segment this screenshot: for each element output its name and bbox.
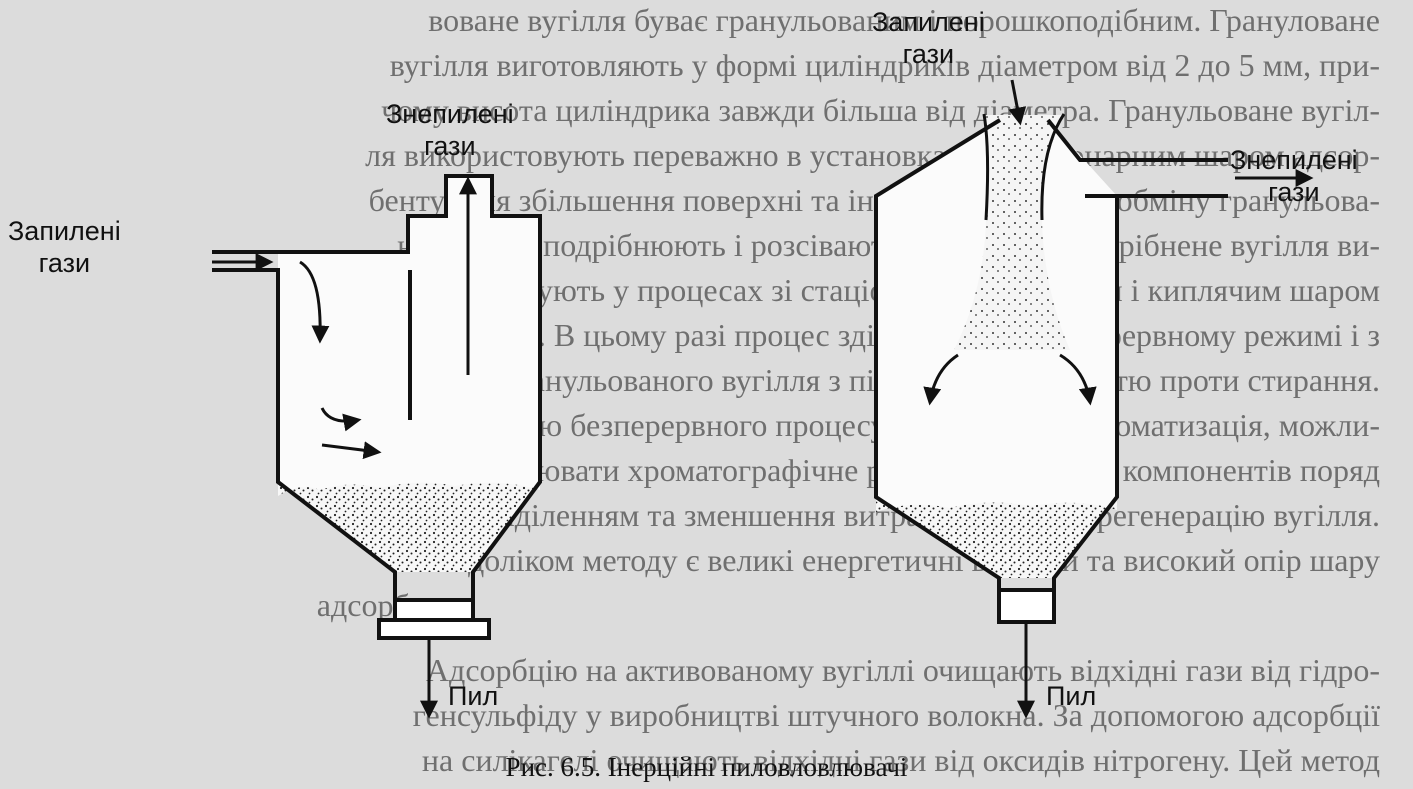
left-dust-layer — [278, 482, 540, 572]
figure-caption: Рис. 6.5. Інерційні пиловловлювачі — [505, 752, 908, 782]
background-line: чому висота циліндрика завжди більша від… — [381, 92, 1380, 128]
background-line: воване вугілля буває гранульованим і пор… — [428, 2, 1380, 38]
background-line: Адсорбцію на активованому вугіллі очищаю… — [425, 652, 1380, 688]
left-inlet-label: Запилені гази — [8, 215, 121, 279]
right-gas-outlet-branch — [1046, 118, 1228, 198]
left-flow-arrow-down — [299, 260, 330, 344]
left-outlet-label-text: Знепилені гази — [386, 99, 514, 161]
right-dust-label: Пил — [1046, 681, 1097, 711]
right-inlet-arrow — [1008, 79, 1027, 126]
right-nozzle-right-wall — [1040, 113, 1066, 221]
left-dust-label: Пил — [448, 681, 499, 711]
left-outlet-pipe — [393, 598, 475, 622]
background-line: на силікагелі очищають відхідні гази від… — [421, 742, 1380, 778]
left-dust-collector — [212, 174, 542, 719]
right-outlet-label: Знепилені гази — [1230, 144, 1358, 208]
right-flow-arrow-left — [923, 353, 959, 406]
right-flow-arrow-right — [1059, 353, 1097, 406]
right-inlet-label-text: Запилені гази — [872, 7, 985, 69]
right-gas-jet — [954, 115, 1070, 350]
background-line: вугілля виготовляють у формі циліндриків… — [389, 47, 1380, 83]
right-outlet-label-text: Знепилені гази — [1230, 145, 1358, 207]
background-line: генсульфіду у виробництві штучного волок… — [412, 697, 1380, 733]
right-dust-collector — [874, 79, 1314, 719]
right-outlet-pipe — [997, 588, 1056, 624]
right-inlet-label: Запилені гази — [872, 6, 985, 70]
left-inlet-label-text: Запилені гази — [8, 216, 121, 278]
left-collector-outline — [212, 174, 542, 602]
left-outlet-label: Знепилені гази — [386, 98, 514, 162]
background-line: Недоліком методу є великі енергетичні ви… — [431, 542, 1380, 578]
left-flow-arrow-turn — [320, 407, 362, 432]
left-flow-arrow-inner — [321, 441, 382, 460]
right-nozzle-left-wall — [982, 113, 990, 221]
left-outlet-flange — [377, 618, 491, 640]
right-dust-layer — [876, 497, 1117, 578]
background-line: ля використовують переважно в установках… — [365, 137, 1380, 173]
